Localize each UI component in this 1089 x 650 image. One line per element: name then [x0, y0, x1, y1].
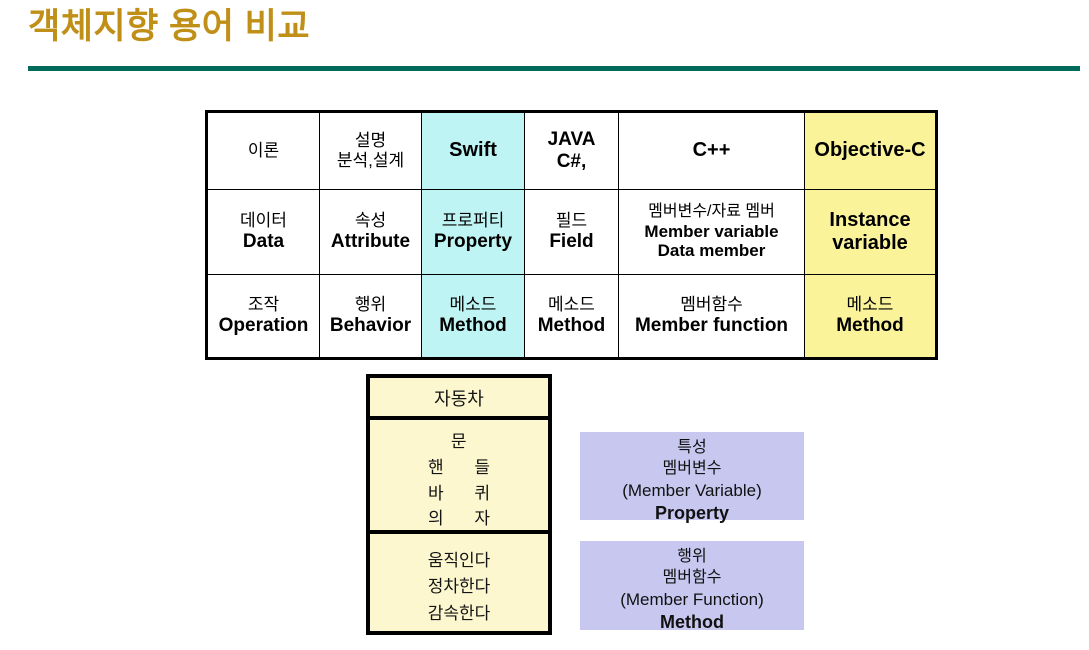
cell-data-cpp-ko: 멤버변수/자료 멤버	[648, 203, 775, 220]
cell-op-theory-ko: 조작	[247, 295, 280, 315]
cell-op-analysis-en: Behavior	[329, 314, 412, 336]
property-note-line-4: Property	[654, 503, 730, 524]
header-objc-label: Objective-C	[814, 139, 926, 162]
cell-op-objc: 메소드 Method	[804, 274, 937, 359]
cell-op-java-en: Method	[537, 314, 606, 336]
method-note-line-3: (Member Function)	[620, 589, 764, 609]
cell-data-swift-ko: 프로퍼티	[441, 211, 505, 231]
cell-data-analysis-ko: 속성	[354, 211, 387, 231]
uml-operation-item: 감속한다	[427, 603, 491, 623]
cell-data-objc: Instance variable	[804, 189, 937, 275]
uml-attribute-item: 핸 들	[427, 457, 503, 477]
cell-data-cpp: 멤버변수/자료 멤버 Member variable Data member	[618, 189, 805, 275]
cell-data-objc-en-2: variable	[832, 232, 908, 254]
uml-attributes-compartment: 문 핸 들 바 퀴 의 자	[370, 420, 548, 534]
header-cell-theory: 이론	[206, 111, 320, 190]
table-row: 조작 Operation 행위 Behavior 메소드 Method 메소드 …	[206, 274, 937, 359]
cell-op-swift-ko: 메소드	[449, 295, 497, 315]
cell-data-analysis: 속성 Attribute	[319, 189, 422, 275]
header-cpp-label: C++	[692, 139, 731, 162]
cell-op-analysis-ko: 행위	[354, 295, 387, 315]
uml-attribute-item: 문	[450, 432, 468, 451]
cell-data-theory-en: Data	[242, 230, 285, 252]
property-note-box: 특성 멤버변수 (Member Variable) Property	[580, 432, 804, 523]
uml-attribute-item: 의 자	[427, 509, 503, 529]
cell-data-java-en: Field	[549, 230, 594, 252]
cell-op-cpp: 멤버함수 Member function	[618, 274, 805, 359]
uml-operation-item: 정차한다	[427, 577, 491, 597]
cell-op-java-ko: 메소드	[548, 295, 595, 315]
header-analysis-ko-1: 설명	[354, 131, 387, 151]
title-divider	[28, 66, 1080, 71]
table-row: 데이터 Data 속성 Attribute 프로퍼티 Property 필드 F…	[206, 189, 937, 275]
header-csharp-label: C#,	[556, 151, 587, 172]
method-note-line-4: Method	[660, 612, 724, 633]
header-cell-java-csharp: JAVA C#,	[524, 111, 619, 190]
cell-op-analysis: 행위 Behavior	[319, 274, 422, 359]
uml-attribute-item: 바 퀴	[427, 483, 503, 503]
cell-data-theory-ko: 데이터	[240, 211, 287, 231]
cell-op-objc-en: Method	[836, 314, 904, 336]
cell-op-swift: 메소드 Method	[421, 274, 525, 359]
cell-op-theory: 조작 Operation	[206, 274, 320, 359]
property-note-line-2: 멤버변수	[662, 460, 722, 478]
header-java-label: JAVA	[547, 128, 596, 150]
cell-data-theory: 데이터 Data	[206, 189, 320, 275]
cell-data-cpp-en-1: Member variable	[644, 221, 779, 241]
header-theory-ko: 이론	[247, 141, 280, 161]
cell-op-cpp-ko: 멤버함수	[680, 295, 743, 315]
cell-op-swift-en: Method	[439, 314, 507, 336]
header-cell-analysis: 설명 분석,설계	[319, 111, 422, 190]
uml-class-box: 자동차 문 핸 들 바 퀴 의 자 움직인다 정차한다 감속한다	[366, 374, 552, 635]
header-cell-cpp: C++	[618, 111, 805, 190]
uml-operation-item: 움직인다	[427, 551, 491, 570]
cell-data-analysis-en: Attribute	[330, 230, 411, 252]
header-cell-objc: Objective-C	[804, 111, 937, 190]
cell-data-swift-en: Property	[433, 230, 513, 252]
property-note-line-3: (Member Variable)	[622, 480, 762, 500]
method-note-line-1: 행위	[677, 548, 707, 565]
cell-op-cpp-en: Member function	[634, 314, 789, 336]
uml-class-name: 자동차	[370, 378, 548, 420]
cell-data-objc-en-1: Instance	[829, 208, 911, 231]
property-note-line-1: 특성	[677, 439, 707, 456]
cell-data-java-ko: 필드	[555, 211, 588, 231]
table-header-row: 이론 설명 분석,설계 Swift JAVA C#, C++ Objective…	[206, 111, 937, 190]
cell-op-theory-en: Operation	[218, 314, 309, 336]
cell-data-java: 필드 Field	[524, 189, 619, 275]
method-note-line-2: 멤버함수	[662, 569, 722, 587]
oop-terminology-table: 이론 설명 분석,설계 Swift JAVA C#, C++ Objective…	[205, 110, 938, 360]
header-analysis-ko-2: 분석,설계	[336, 151, 405, 170]
header-swift-label: Swift	[449, 139, 497, 162]
page-title: 객체지향 용어 비교	[28, 7, 311, 46]
cell-data-swift: 프로퍼티 Property	[421, 189, 525, 275]
cell-op-objc-ko: 메소드	[846, 295, 894, 315]
cell-op-java: 메소드 Method	[524, 274, 619, 359]
uml-operations-compartment: 움직인다 정차한다 감속한다	[370, 534, 548, 629]
cell-data-cpp-en-2: Data member	[657, 241, 766, 261]
header-cell-swift: Swift	[421, 111, 525, 190]
method-note-box: 행위 멤버함수 (Member Function) Method	[580, 541, 804, 632]
